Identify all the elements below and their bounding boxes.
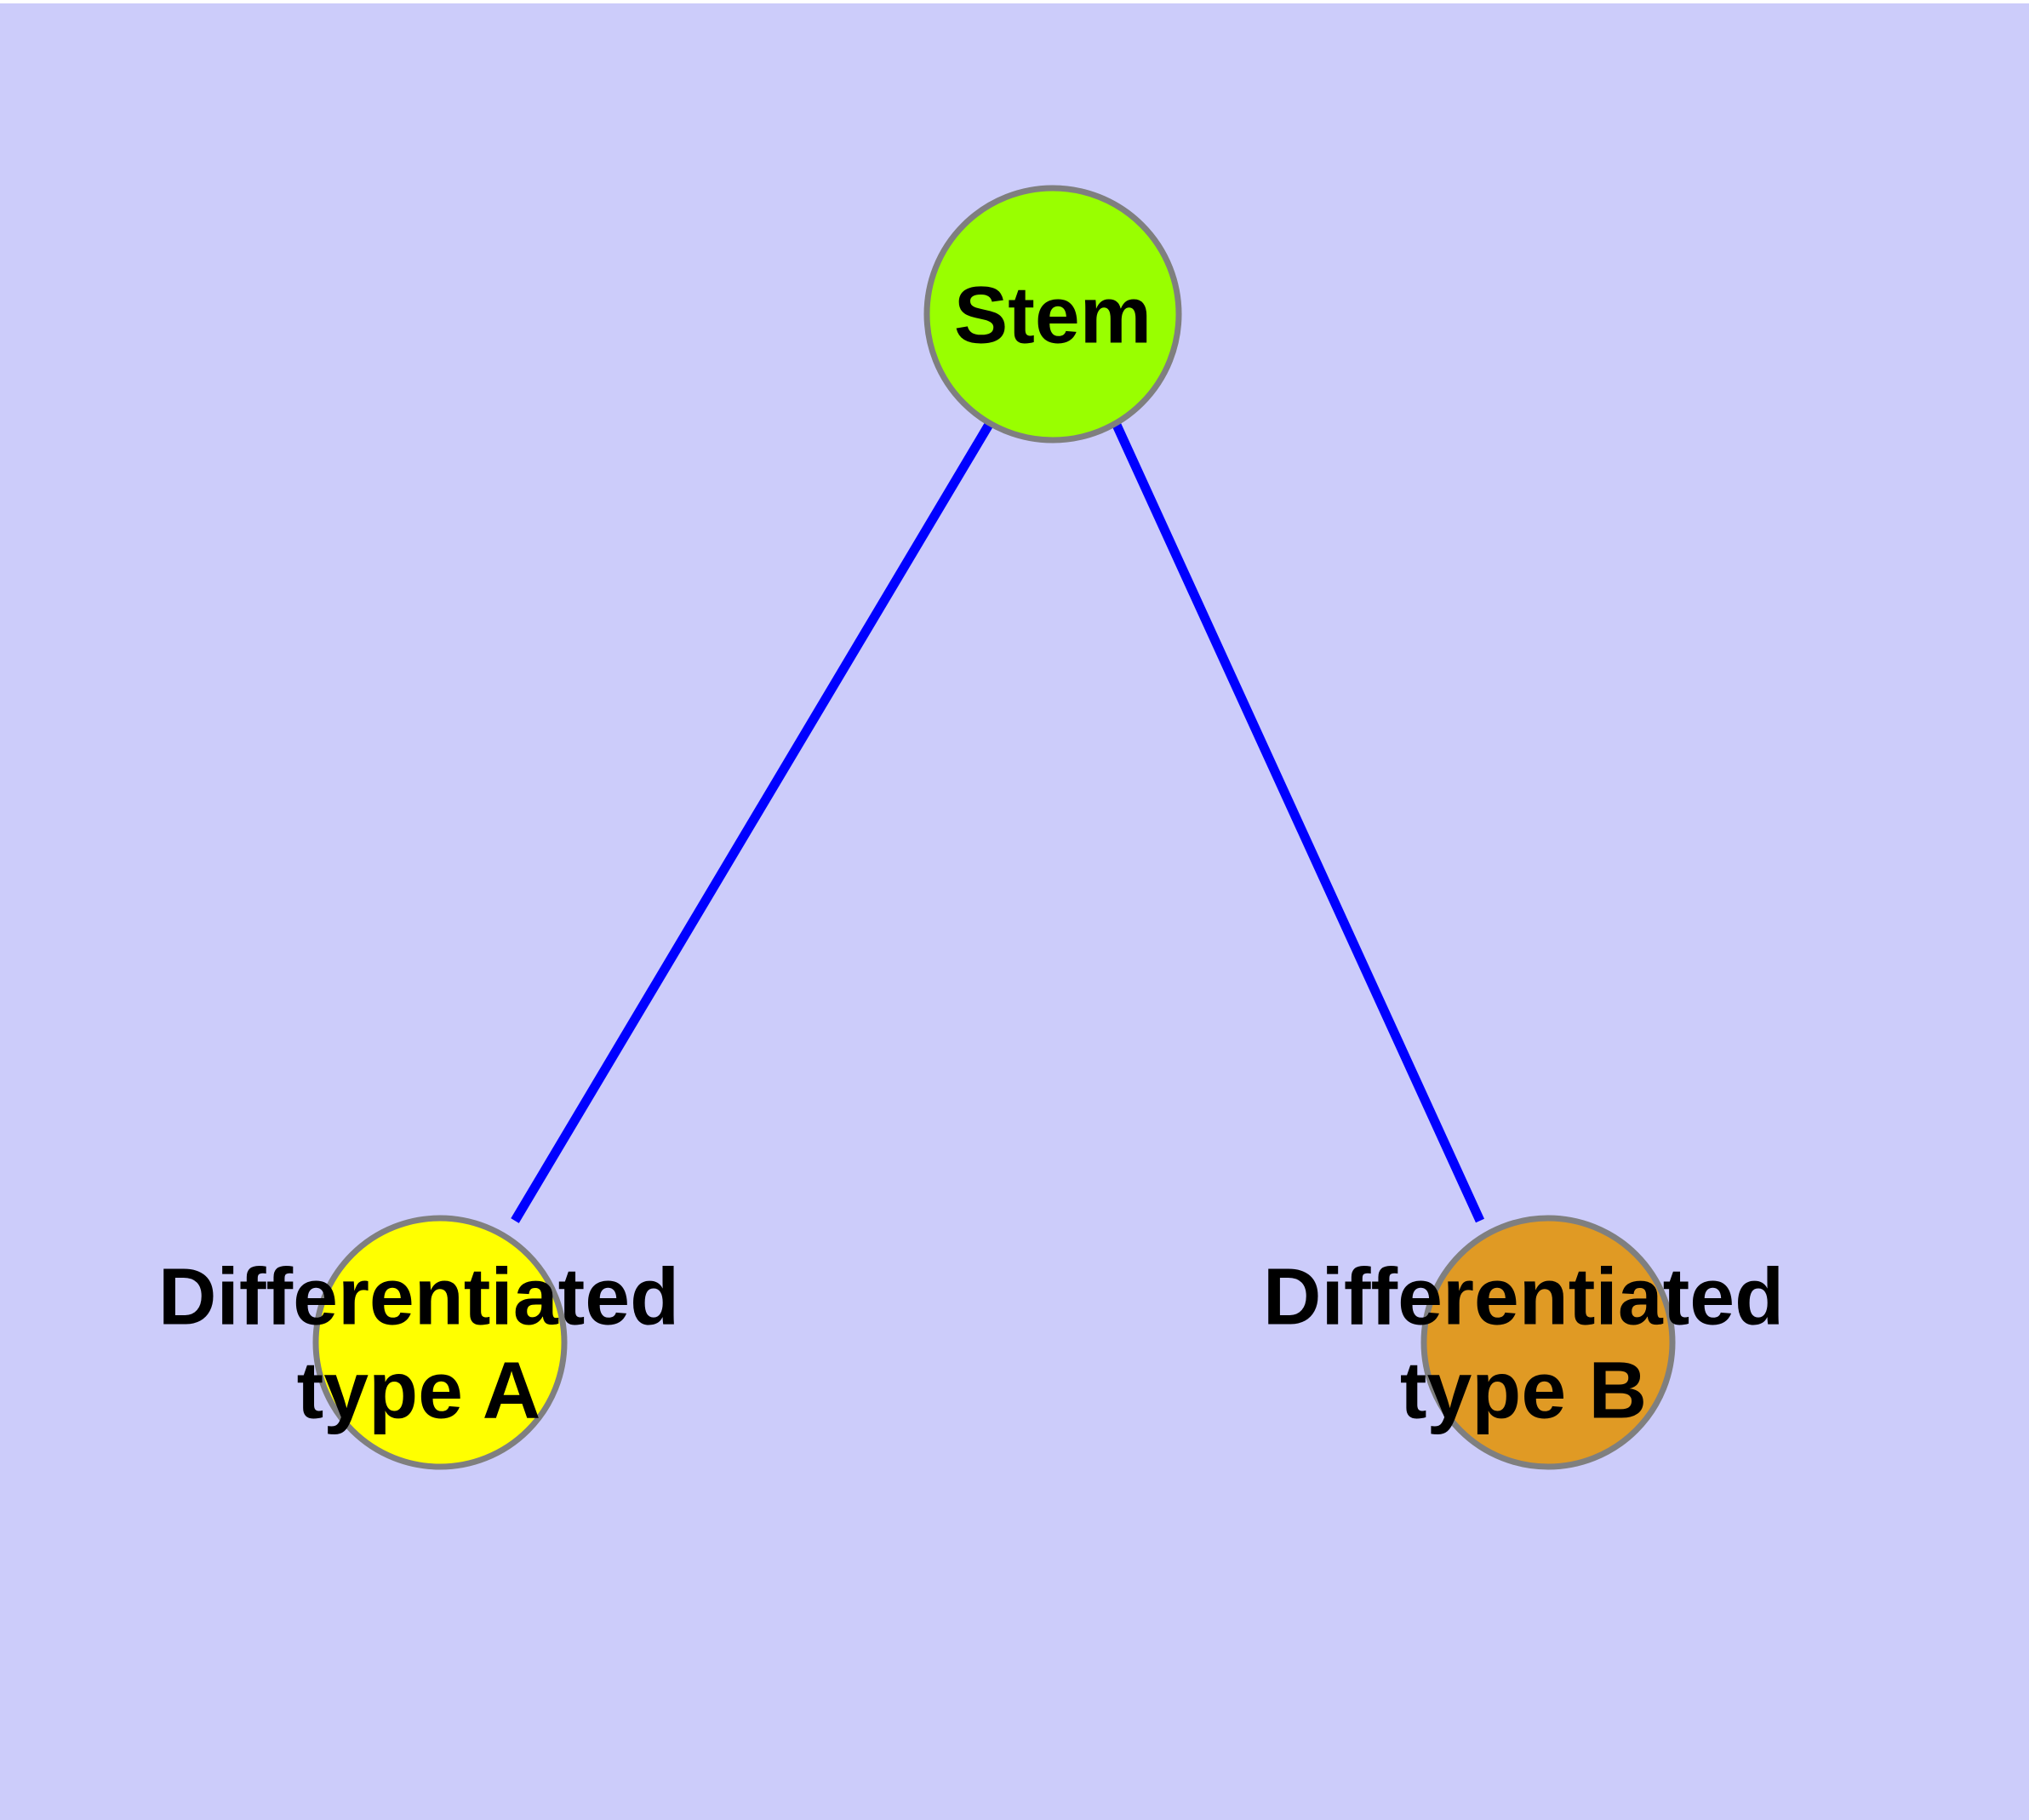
label-line: type B: [1400, 1345, 1647, 1435]
label-line: type A: [297, 1345, 541, 1435]
edges-layer: [511, 421, 1485, 1223]
graph-node-diff-b[interactable]: [1420, 1215, 1676, 1470]
graph-node-label-stem: Stem: [954, 270, 1152, 360]
graph-edge-stem-to-diff-b[interactable]: [1111, 421, 1485, 1223]
label-line: Stem: [954, 270, 1152, 360]
graph-node-stem[interactable]: [923, 185, 1182, 444]
graph-edge-stem-to-diff-a[interactable]: [511, 421, 994, 1223]
nodes-layer: [312, 185, 1676, 1470]
label-line: Differentiated: [1263, 1251, 1784, 1342]
graph-node-diff-a[interactable]: [312, 1215, 568, 1470]
label-line: Differentiated: [158, 1251, 679, 1342]
